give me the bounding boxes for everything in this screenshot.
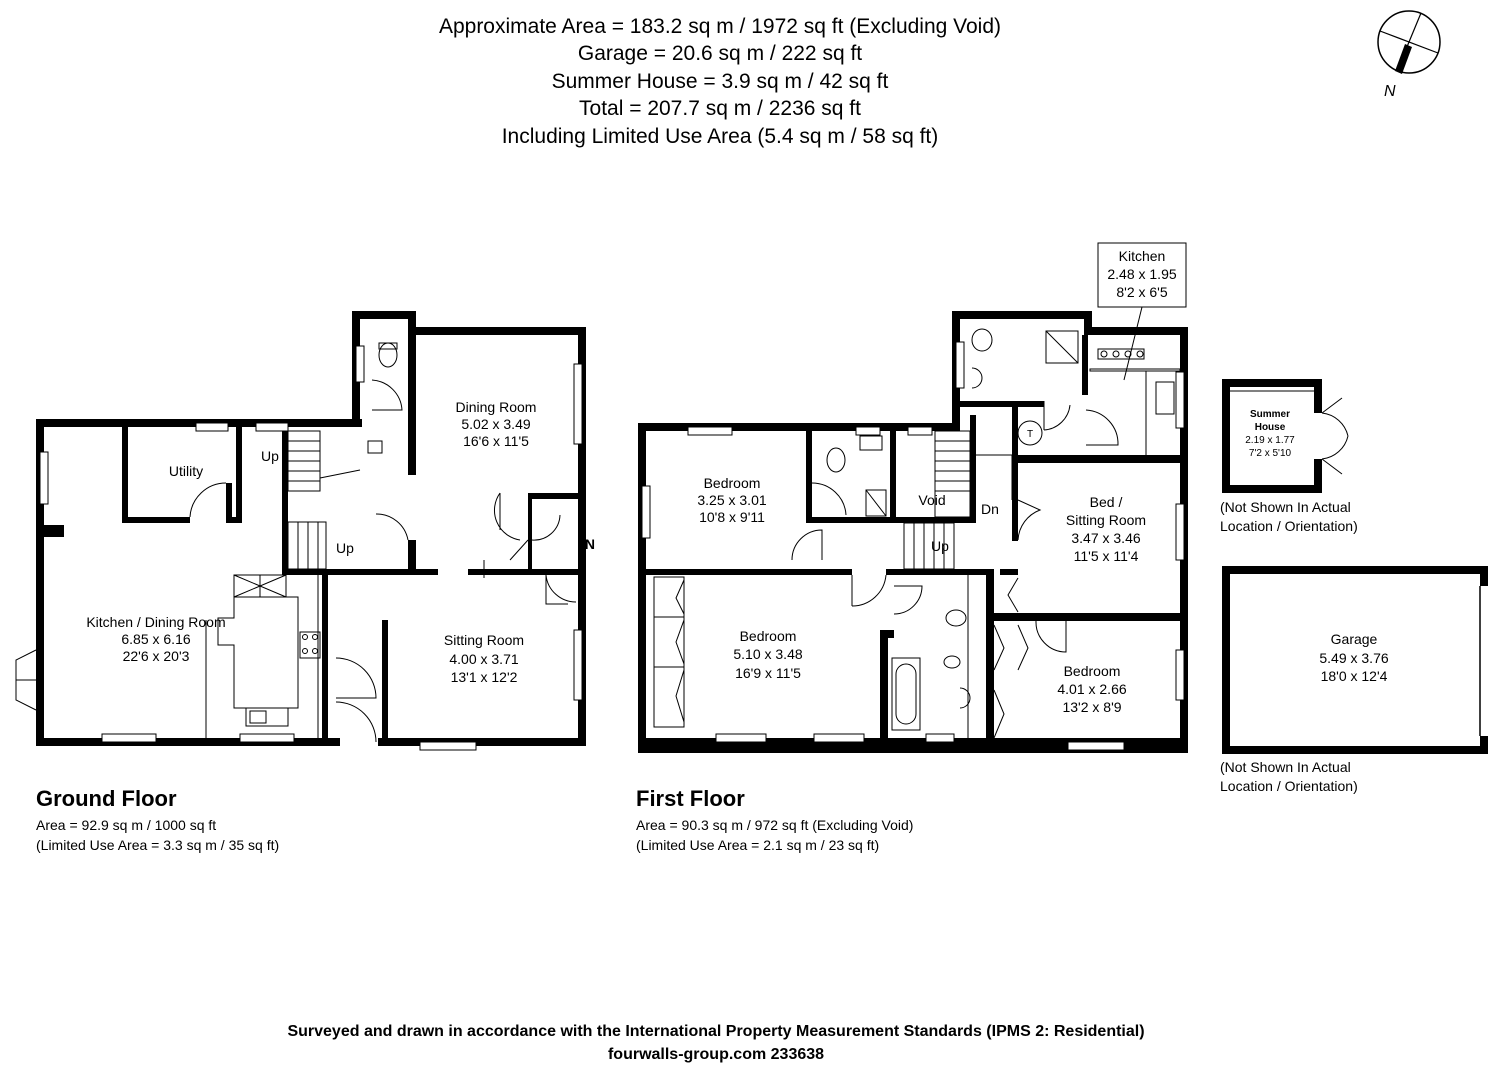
room-bedsit-imperial: 11'5 x 11'4 <box>1074 548 1139 564</box>
room-sitting-metric: 4.00 x 3.71 <box>449 651 518 667</box>
room-dining-metric: 5.02 x 3.49 <box>461 416 530 432</box>
room-bedsit-metric: 3.47 x 3.46 <box>1071 530 1140 546</box>
ground-floor-area: Area = 92.9 sq m / 1000 sq ft <box>36 817 217 833</box>
summer-house-note2: Location / Orientation) <box>1220 518 1358 534</box>
first-floor-details <box>641 328 1185 751</box>
room-bedroom2-metric: 5.10 x 3.48 <box>733 646 802 662</box>
garage-metric: 5.49 x 3.76 <box>1319 650 1388 666</box>
room-bedroom3-metric: 4.01 x 2.66 <box>1057 681 1126 697</box>
compass-icon <box>1377 10 1441 74</box>
room-sitting-name: Sitting Room <box>444 632 524 648</box>
room-sitting-imperial: 13'1 x 12'2 <box>451 669 518 685</box>
summer-house-name1: Summer <box>1250 409 1290 420</box>
summer-house-plan <box>1222 379 1349 493</box>
entrance-in-label: IN <box>581 536 595 552</box>
stairs-up-label: Up <box>261 448 279 464</box>
summer-house-name2: House <box>1255 422 1286 433</box>
ground-floor-details <box>15 342 583 751</box>
footer-standards-line: Surveyed and drawn in accordance with th… <box>287 1023 1145 1040</box>
kitchen-callout-leader <box>1123 306 1143 381</box>
summer-house-note1: (Not Shown In Actual <box>1220 499 1351 515</box>
header-garage-line: Garage = 20.6 sq m / 222 sq ft <box>577 42 863 65</box>
garage-imperial: 18'0 x 12'4 <box>1321 668 1388 684</box>
stairs-up-label-first: Up <box>931 538 949 554</box>
ground-floor-limited-area: (Limited Use Area = 3.3 sq m / 35 sq ft) <box>36 837 280 853</box>
garage-note1: (Not Shown In Actual <box>1220 759 1351 775</box>
room-bedsit-name2: Sitting Room <box>1066 512 1146 528</box>
garage-name: Garage <box>1331 631 1378 647</box>
garage-plan <box>1222 566 1488 754</box>
kitchen-callout-box <box>1097 242 1187 308</box>
stairs-down-label: Dn <box>981 501 999 517</box>
room-dining-imperial: 16'6 x 11'5 <box>463 433 529 449</box>
tank-label: T <box>1027 429 1033 440</box>
first-floor-title: First Floor <box>636 786 745 811</box>
first-floor-area: Area = 90.3 sq m / 972 sq ft (Excluding … <box>636 817 914 833</box>
header-summer-house-line: Summer House = 3.9 sq m / 42 sq ft <box>551 70 889 93</box>
ground-floor-title: Ground Floor <box>36 786 177 811</box>
room-utility-name: Utility <box>169 463 203 479</box>
room-bedroom1-name: Bedroom <box>704 475 761 491</box>
header-limited-use-line: Including Limited Use Area (5.4 sq m / 5… <box>501 125 939 148</box>
room-kitchen-first-metric: 2.48 x 1.95 <box>1107 266 1176 282</box>
garage-note2: Location / Orientation) <box>1220 778 1358 794</box>
footer-reference-line: fourwalls-group.com 233638 <box>607 1046 825 1063</box>
room-kitchen-dining-name: Kitchen / Dining Room <box>86 614 225 630</box>
room-bedroom3-name: Bedroom <box>1064 663 1121 679</box>
summer-house-imperial: 7'2 x 5'10 <box>1249 448 1292 459</box>
room-bedsit-name1: Bed / <box>1090 494 1123 510</box>
room-dining-name: Dining Room <box>456 399 537 415</box>
room-void-name: Void <box>918 492 945 508</box>
room-kitchen-first-imperial: 8'2 x 6'5 <box>1116 284 1167 300</box>
header-area-line: Approximate Area = 183.2 sq m / 1972 sq … <box>438 15 1002 38</box>
room-bedroom1-imperial: 10'8 x 9'11 <box>699 509 765 525</box>
room-bedroom1-metric: 3.25 x 3.01 <box>697 492 766 508</box>
first-floor-limited-area: (Limited Use Area = 2.1 sq m / 23 sq ft) <box>636 837 880 853</box>
stairs-up-label-lower: Up <box>336 540 354 556</box>
room-kitchen-first-name: Kitchen <box>1119 248 1166 264</box>
room-kitchen-dining-metric: 6.85 x 6.16 <box>121 631 190 647</box>
summer-house-metric: 2.19 x 1.77 <box>1245 435 1295 446</box>
room-bedroom3-imperial: 13'2 x 8'9 <box>1062 699 1121 715</box>
compass-north-label: N <box>1384 83 1396 100</box>
room-bedroom2-name: Bedroom <box>740 628 797 644</box>
room-kitchen-dining-imperial: 22'6 x 20'3 <box>123 648 190 664</box>
room-bedroom2-imperial: 16'9 x 11'5 <box>735 665 801 681</box>
header-total-line: Total = 207.7 sq m / 2236 sq ft <box>579 97 861 120</box>
